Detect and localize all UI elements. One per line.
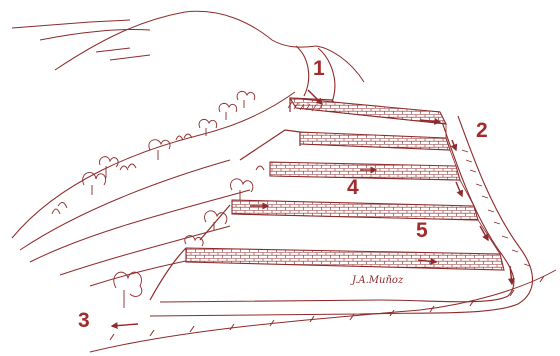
outlet-arrow bbox=[112, 324, 138, 326]
terrace-outline bbox=[150, 98, 440, 300]
label-5: 5 bbox=[416, 220, 428, 241]
terrace-treads bbox=[232, 108, 500, 254]
channel-arrow-2 bbox=[452, 140, 456, 150]
label-2: 2 bbox=[476, 120, 488, 141]
label-4: 4 bbox=[347, 177, 359, 198]
channel-arrow-8 bbox=[510, 266, 512, 284]
edge-hatching bbox=[288, 102, 530, 266]
label-1: 1 bbox=[313, 58, 325, 79]
artist-signature: J.A.Muñoz bbox=[352, 276, 403, 286]
label-3: 3 bbox=[78, 310, 90, 331]
background-hill bbox=[12, 11, 364, 82]
terrace-wall-5 bbox=[186, 248, 504, 270]
channel-arrow-4 bbox=[456, 182, 462, 196]
footpath bbox=[150, 46, 533, 316]
terrace-wall-3 bbox=[270, 162, 460, 180]
